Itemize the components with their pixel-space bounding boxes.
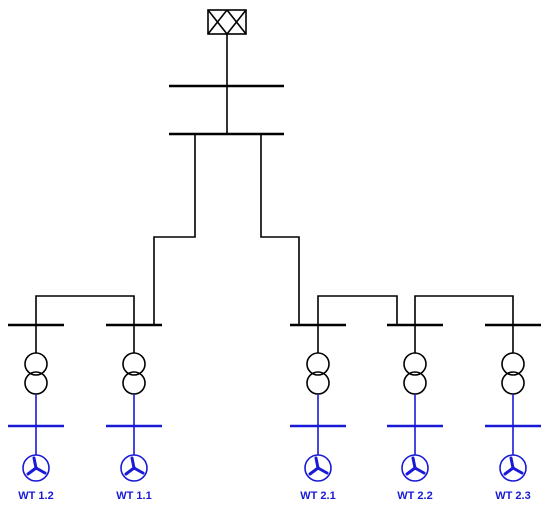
wind-turbine-icon <box>304 454 332 482</box>
transformer-icon <box>122 352 146 376</box>
turbine-unit: WT 1.1 <box>106 323 162 502</box>
grid-connection-icon <box>207 9 247 35</box>
turbine-label: WT 2.2 <box>397 490 432 502</box>
turbine-label: WT 2.3 <box>495 490 530 502</box>
turbine-unit: WT 2.2 <box>387 323 443 502</box>
turbine-label: WT 1.2 <box>18 490 53 502</box>
feeder-right <box>260 134 300 325</box>
turbine-label: WT 1.1 <box>116 490 151 502</box>
turbine-label: WT 2.1 <box>300 490 335 502</box>
turbine-unit: WT 2.1 <box>290 323 346 502</box>
wind-turbine-icon <box>401 454 429 482</box>
interconnect-1 <box>35 295 135 325</box>
transformer-icon <box>24 352 48 376</box>
transformer-icon <box>306 352 330 376</box>
wind-turbine-icon <box>120 454 148 482</box>
interconnect-2 <box>317 295 398 325</box>
transformer-icon <box>501 352 525 376</box>
turbine-units: WT 1.2 WT 1.1 WT 2.1 WT 2.2 WT 2.3 <box>8 323 541 502</box>
feeder-left <box>153 134 196 325</box>
wind-turbine-icon <box>499 454 527 482</box>
interconnect-3 <box>414 295 514 325</box>
turbine-unit: WT 1.2 <box>8 323 64 502</box>
transformer-icon <box>403 352 427 376</box>
wind-turbine-icon <box>22 454 50 482</box>
turbine-unit: WT 2.3 <box>485 323 541 502</box>
